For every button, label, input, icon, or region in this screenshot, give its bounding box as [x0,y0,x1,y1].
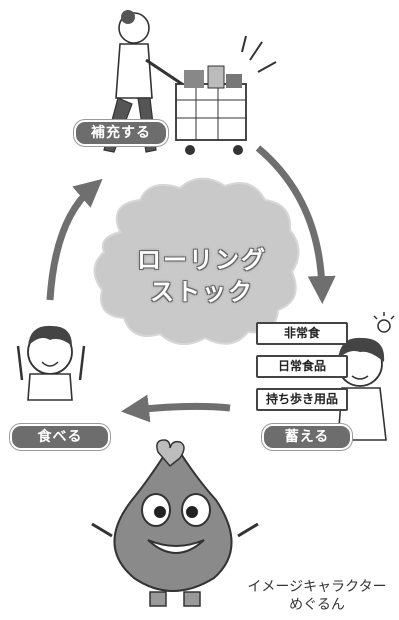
thinking-woman-illustration [337,312,395,441]
character-caption-line2: めぐるん [289,597,345,613]
eating-child-illustration [16,325,86,401]
step-label-replenish: 補充する [74,120,168,146]
stock-item-emergency-food: 非常食 [256,322,348,345]
step-label-store: 蓄える [262,424,352,450]
cycle-arrow-bottom [121,394,231,423]
center-cloud [93,177,300,345]
character-caption: イメージキャラクター めぐるん [232,578,399,614]
center-title: ローリング ストック [108,244,296,308]
center-title-line2: ストック [150,278,254,306]
center-title-line1: ローリング [137,246,267,274]
mascot-megurun-illustration [91,439,259,607]
cycle-arrow-right [255,145,336,304]
stock-item-carry-goods: 持ち歩き用品 [256,388,348,411]
cycle-arrow-left [46,178,103,301]
character-caption-line1: イメージキャラクター [247,579,387,595]
stock-item-daily-food: 日常食品 [256,355,348,378]
step-label-eat: 食べる [10,424,110,450]
